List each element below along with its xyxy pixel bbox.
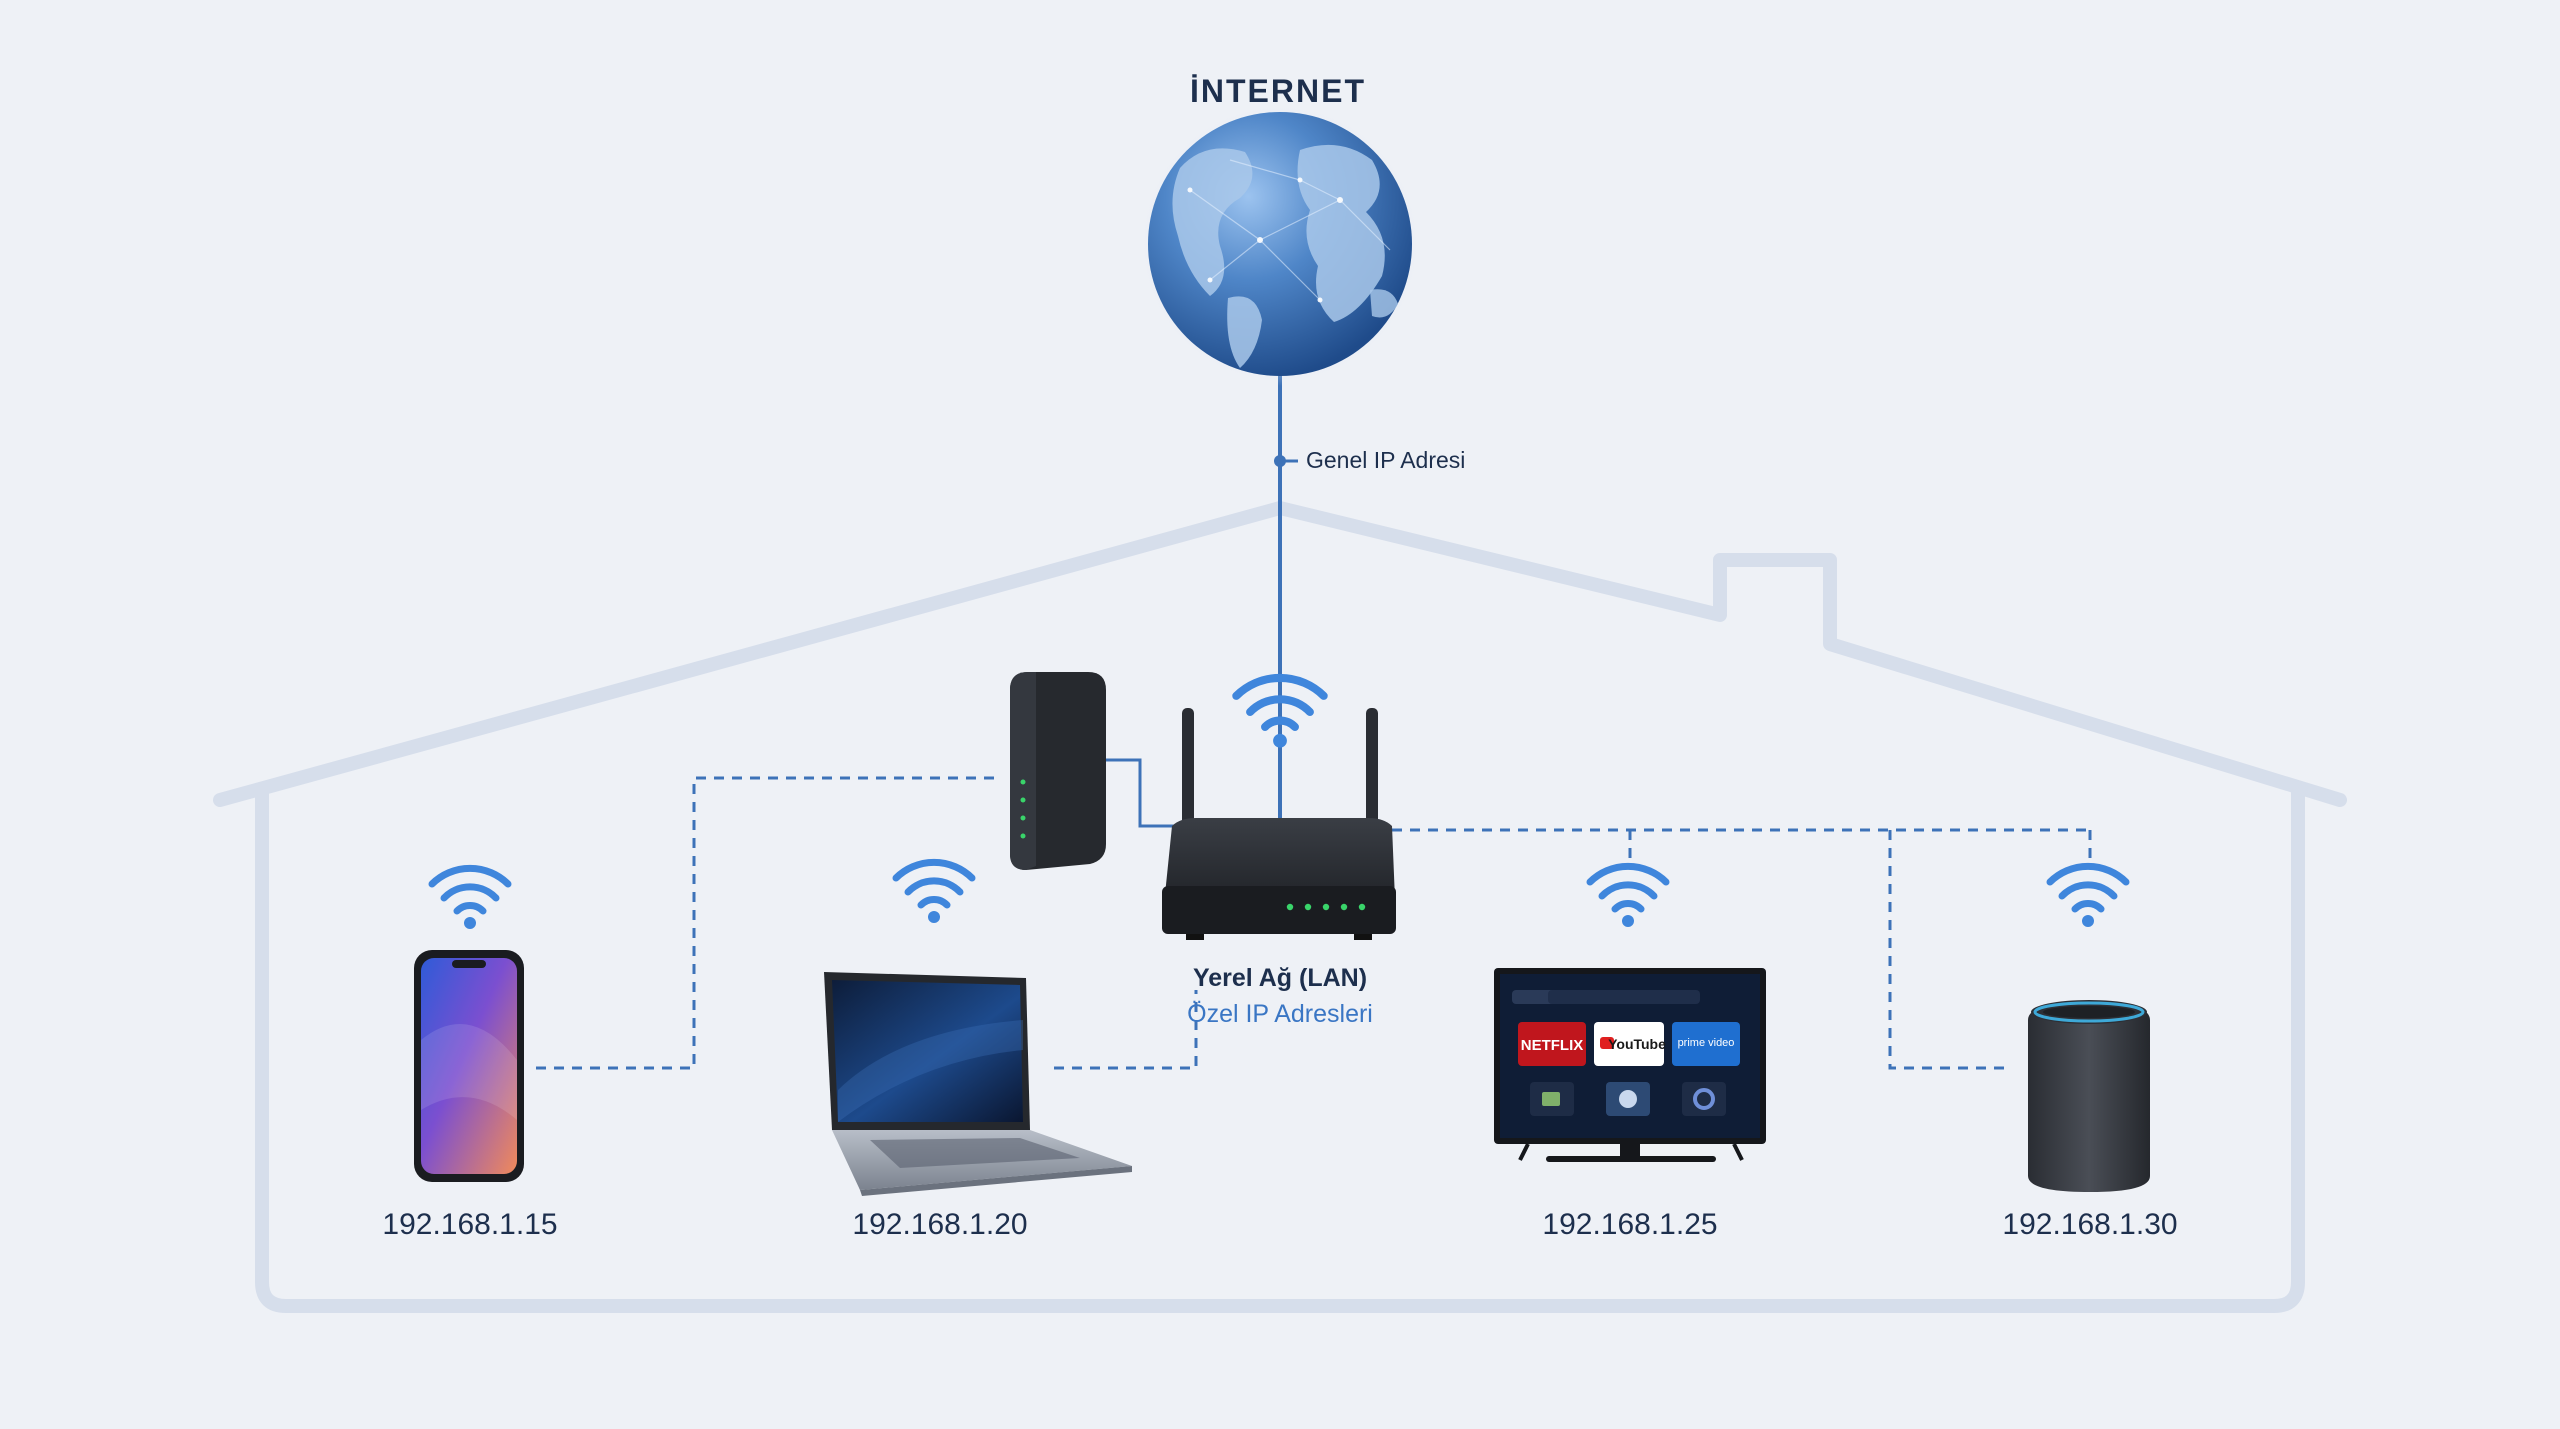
smart-speaker-icon [2028,1000,2150,1192]
laptop-icon [824,972,1132,1196]
smartphone-icon [414,950,524,1182]
internet-globe: İNTERNET [1138,73,1422,386]
tv-icon: NETFLIX YouTube prime video [1494,968,1766,1162]
tv-wifi-icon [1590,866,1666,927]
connection-lines [536,372,2092,1070]
public-ip-label: Genel IP Adresi [1306,447,1465,473]
tv-app-netflix-label: NETFLIX [1521,1037,1584,1054]
device-phone: 192.168.1.15 [382,868,558,1241]
tv-app-youtube: YouTube [1594,1022,1666,1066]
laptop-wifi-icon [896,862,972,923]
tv-app-netflix: NETFLIX [1518,1022,1586,1066]
laptop-ip: 192.168.1.20 [852,1208,1027,1241]
tv-app-youtube-label: YouTube [1608,1036,1666,1052]
device-tv: NETFLIX YouTube prime video 192.168.1.25 [1494,866,1766,1241]
speaker-ip: 192.168.1.30 [2002,1208,2177,1241]
globe-icon [1148,112,1412,376]
lan-title: Yerel Ağ (LAN) [1193,964,1367,992]
device-smart-speaker: 192.168.1.30 [2002,866,2178,1241]
device-laptop: 192.168.1.20 [824,862,1132,1241]
router-icon [1162,708,1396,940]
lan-subtitle: Özel IP Adresleri [1187,1000,1373,1028]
tv-app-prime: prime video [1672,1022,1740,1066]
phone-ip: 192.168.1.15 [382,1208,557,1241]
phone-wifi-icon [432,868,508,929]
tv-app-prime-label: prime video [1678,1037,1735,1049]
modem-icon [1010,672,1106,870]
tv-ip: 192.168.1.25 [1542,1208,1717,1241]
internet-label: İNTERNET [1190,73,1366,109]
speaker-wifi-icon [2050,866,2126,927]
